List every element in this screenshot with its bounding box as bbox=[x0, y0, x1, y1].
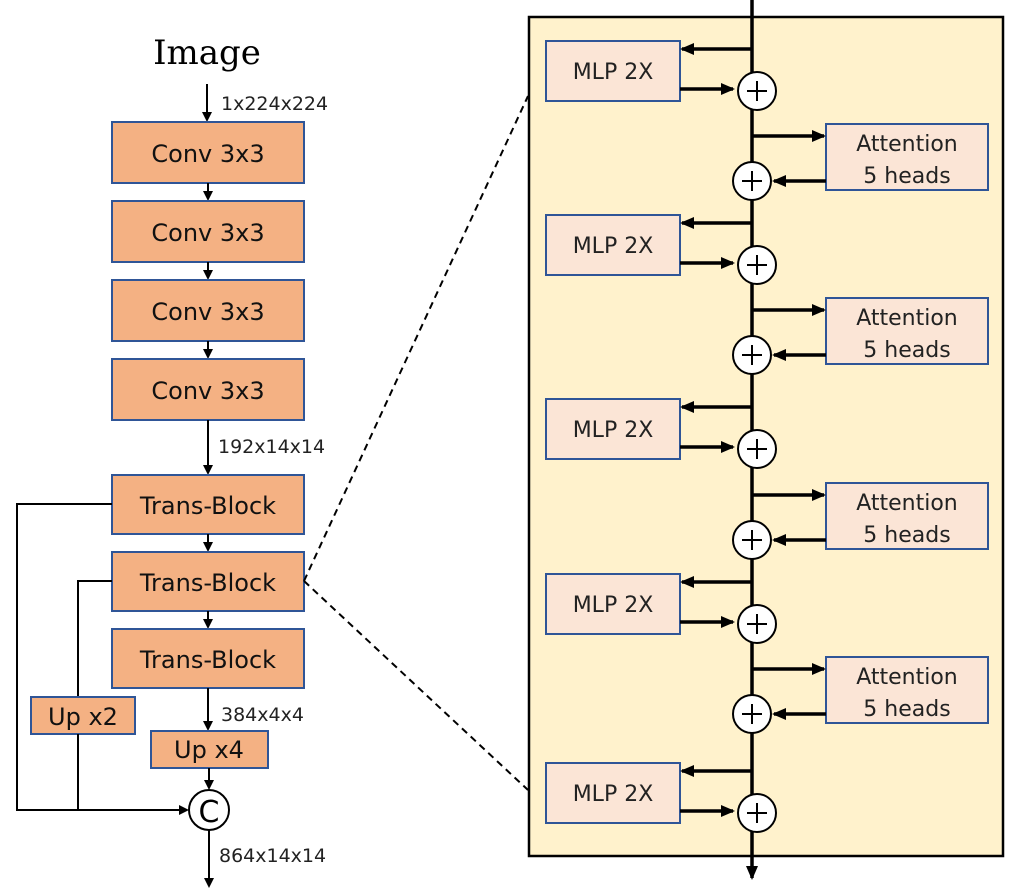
mlp-block bbox=[545, 214, 681, 276]
skip-connection-trans1 bbox=[16, 503, 189, 815]
concat-node: C bbox=[188, 789, 230, 831]
conv-block-3-label: Conv 3x3 bbox=[151, 298, 264, 326]
attention-label-line1: Attention bbox=[856, 491, 958, 516]
skip-connection-trans2 bbox=[77, 580, 112, 697]
attention-block bbox=[825, 123, 989, 191]
conv-block-1-label: Conv 3x3 bbox=[151, 140, 264, 168]
input-dim-label: 1x224x224 bbox=[221, 93, 328, 115]
concat-symbol: C bbox=[199, 795, 220, 830]
conv-output-dim-label: 192x14x14 bbox=[218, 436, 325, 458]
conv-block-2-label: Conv 3x3 bbox=[151, 219, 264, 247]
attention-label-line1: Attention bbox=[856, 306, 958, 331]
conv-block-1: Conv 3x3 bbox=[111, 121, 305, 184]
conv-block-3: Conv 3x3 bbox=[111, 279, 305, 342]
attention-block bbox=[825, 656, 989, 724]
trans-output-dim-label: 384x4x4 bbox=[221, 704, 304, 726]
mlp-block bbox=[545, 40, 681, 102]
trans-block-2-label: Trans-Block bbox=[139, 569, 276, 597]
output-dim-label: 864x14x14 bbox=[219, 845, 326, 867]
detail-content: MLP 2X MLP 2X MLP 2X MLP 2X MLP 2X Attention 5… bbox=[545, 0, 989, 880]
mlp-block bbox=[545, 573, 681, 635]
up-x4-label: Up x4 bbox=[174, 736, 244, 764]
up-x4-block: Up x4 bbox=[150, 730, 269, 769]
mlp-block-label: MLP 2X bbox=[573, 418, 654, 443]
up-x2-label: Up x2 bbox=[48, 703, 118, 731]
mlp-block-label: MLP 2X bbox=[573, 60, 654, 85]
trans-block-1-label: Trans-Block bbox=[139, 492, 276, 520]
conv-block-4: Conv 3x3 bbox=[111, 358, 305, 421]
attention-label-line2: 5 heads bbox=[863, 697, 950, 722]
mlp-block bbox=[545, 762, 681, 824]
conv-block-4-label: Conv 3x3 bbox=[151, 377, 264, 405]
attention-label-line1: Attention bbox=[856, 132, 958, 157]
mlp-block bbox=[545, 398, 681, 460]
mlp-block-label: MLP 2X bbox=[573, 782, 654, 807]
mlp-block-label: MLP 2X bbox=[573, 234, 654, 259]
attention-label-line1: Attention bbox=[856, 665, 958, 690]
input-label: Image bbox=[153, 33, 261, 73]
trans-block-3-label: Trans-Block bbox=[139, 646, 276, 674]
attention-block bbox=[825, 482, 989, 550]
trans-block-2: Trans-Block bbox=[111, 551, 305, 612]
attention-label-line2: 5 heads bbox=[863, 338, 950, 363]
attention-block bbox=[825, 297, 989, 365]
up-x2-block: Up x2 bbox=[30, 696, 136, 735]
attention-label-line2: 5 heads bbox=[863, 164, 950, 189]
zoom-line-bottom bbox=[303, 580, 529, 791]
conv-block-2: Conv 3x3 bbox=[111, 200, 305, 263]
mlp-block-label: MLP 2X bbox=[573, 593, 654, 618]
trans-block-3: Trans-Block bbox=[111, 628, 305, 689]
attention-label-line2: 5 heads bbox=[863, 523, 950, 548]
trans-block-1: Trans-Block bbox=[111, 474, 305, 535]
zoom-line-top bbox=[303, 95, 529, 582]
